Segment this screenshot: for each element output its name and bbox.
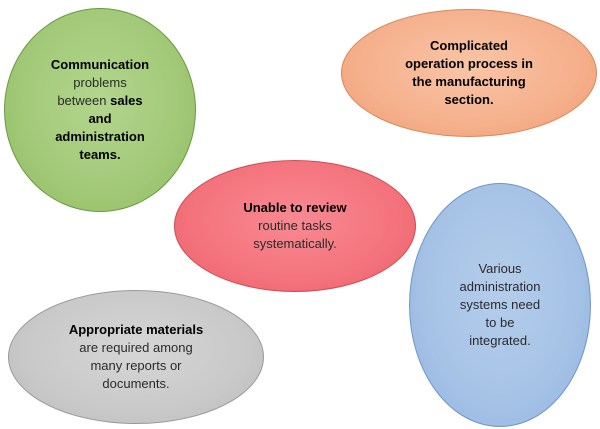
text-complicated: Complicated <box>429 38 508 53</box>
text-appropriate-materials: Appropriate materials <box>68 322 204 337</box>
bubble-unable-to-review: Unable to review routine tasks systemati… <box>174 160 416 292</box>
text-teams: teams. <box>79 147 121 162</box>
text-manufacturing: the manufacturing <box>412 74 526 89</box>
text-unable-to-review: Unable to review <box>243 200 347 215</box>
text-section: section. <box>444 92 494 107</box>
text-administration-blue: administration <box>459 279 541 294</box>
bubble-complicated-text: Complicated operation process in the man… <box>389 37 549 109</box>
text-various: Various <box>478 261 522 276</box>
text-operation-process: operation process in <box>405 56 533 71</box>
text-communication: Communication <box>50 57 150 72</box>
text-administration: administration <box>55 129 145 144</box>
bubble-unable-text: Unable to review routine tasks systemati… <box>220 199 370 253</box>
bubble-various-text: Various administration systems need to b… <box>445 260 555 350</box>
text-many-reports: many reports or <box>90 358 182 373</box>
text-documents: documents. <box>102 376 170 391</box>
text-problems: problems <box>73 75 127 90</box>
text-required-among: are required among <box>79 340 193 355</box>
bubble-complicated-operation: Complicated operation process in the man… <box>341 9 597 137</box>
text-routine-tasks: routine tasks <box>258 218 332 233</box>
bubble-appropriate-text: Appropriate materials are required among… <box>51 321 221 393</box>
text-integrated: integrated. <box>469 333 531 348</box>
text-sales: sales <box>110 93 143 108</box>
text-between: between <box>57 93 107 108</box>
text-and: and <box>88 111 112 126</box>
bubble-various-systems: Various administration systems need to b… <box>409 183 591 427</box>
bubble-communication-text: Communication problems between sales and… <box>38 56 163 164</box>
bubble-communication-problems: Communication problems between sales and… <box>4 8 196 212</box>
text-to-be: to be <box>485 315 515 330</box>
bubble-appropriate-materials: Appropriate materials are required among… <box>8 290 264 424</box>
text-systematically: systematically. <box>253 236 337 251</box>
text-systems-need: systems need <box>459 297 541 312</box>
